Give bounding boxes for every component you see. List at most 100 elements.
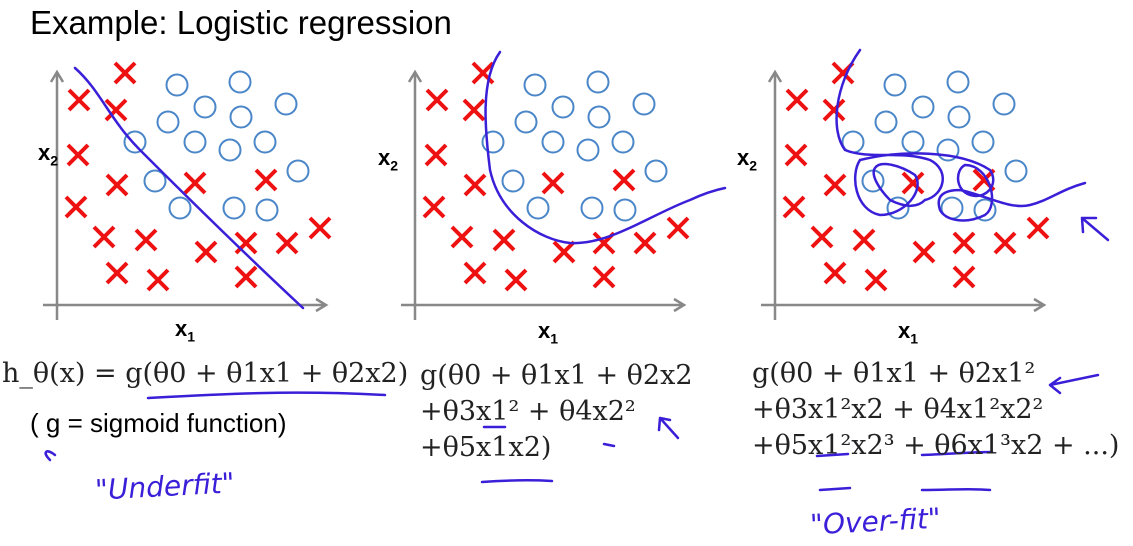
x-axis-arrow-icon [315, 297, 329, 313]
cross-point [952, 231, 976, 255]
circle-point [644, 159, 668, 183]
equation-line: +θ3x1² + θ4x2² [420, 396, 636, 427]
arrow-icon [657, 416, 680, 440]
circle-point [992, 92, 1016, 116]
circle-point [901, 130, 925, 154]
circle-point [613, 198, 637, 222]
cross-point [864, 268, 888, 292]
slide-title: Example: Logistic regression [30, 4, 452, 41]
cross-point [308, 216, 332, 240]
underline [815, 452, 850, 458]
cross-point [463, 173, 487, 197]
hypothesis-equation: h_θ(x) = g(θ0 + θ1x1 + θ2x2) [2, 358, 409, 389]
cross-point [541, 171, 565, 195]
equation-line: g(θ0 + θ1x1 + θ2x1² [752, 358, 1036, 389]
circle-point [611, 130, 635, 154]
cross-point [785, 88, 809, 112]
arrow-icon [1048, 373, 1100, 395]
arrow-icon [1080, 216, 1110, 242]
equation-line: g(θ0 + θ1x1 + θ2x2 [420, 360, 693, 391]
cross-point [92, 225, 116, 249]
cross-point [633, 231, 657, 255]
y-axis-label: x2 [38, 140, 59, 169]
circle-point [587, 105, 611, 129]
cross-point [104, 98, 128, 122]
circle-point [274, 92, 298, 116]
circle-point [580, 196, 604, 220]
cross-point [425, 88, 449, 112]
quadratic-decision-boundary [484, 50, 727, 245]
overfit-decision-boundary [835, 48, 1087, 222]
cross-point [146, 268, 170, 292]
sigmoid-note: ( g = sigmoid function) [30, 408, 287, 438]
cross-point [234, 265, 258, 289]
cross-point [852, 228, 876, 252]
underline [920, 450, 994, 457]
circle-point [883, 73, 907, 97]
circle-point [971, 130, 995, 154]
cross-point [450, 225, 474, 249]
cross-point [1026, 216, 1050, 240]
cross-point [234, 231, 258, 255]
x-axis-arrow-icon [1033, 297, 1047, 313]
equation-line: +θ5x1²x2³ + θ6x1³x2 + ...) [752, 430, 1120, 461]
x-axis-label: x1 [175, 316, 196, 345]
cross-point [901, 171, 925, 195]
circle-point [526, 196, 550, 220]
underline [818, 486, 852, 492]
circle-point [946, 70, 970, 94]
circle-point [501, 169, 525, 193]
circle-point [576, 138, 600, 162]
circle-point [229, 105, 253, 129]
circle-point [218, 138, 242, 162]
cross-point [134, 228, 158, 252]
y-axis-arrow-icon [767, 69, 783, 83]
cross-point [183, 171, 207, 195]
circle-point [168, 196, 192, 220]
y-axis-arrow-icon [49, 69, 65, 83]
circle-point [165, 73, 189, 97]
circle-point [551, 95, 575, 119]
underline [602, 442, 616, 448]
cross-point [254, 168, 278, 192]
y-axis-label: x2 [737, 145, 758, 174]
cross-point [912, 240, 936, 264]
equation-line: +θ5x1x2) [420, 432, 552, 463]
cross-point [592, 265, 616, 289]
cross-point [424, 143, 448, 167]
x-axis-label: x1 [898, 318, 919, 347]
cross-point [952, 265, 976, 289]
cross-point [504, 268, 528, 292]
circle-point [253, 130, 277, 154]
circle-point [947, 105, 971, 129]
cross-point [64, 195, 88, 219]
circle-point [886, 196, 910, 220]
circle-point [123, 130, 147, 154]
y-axis-arrow-icon [407, 69, 423, 83]
cross-point [822, 98, 846, 122]
cross-point [782, 195, 806, 219]
circle-point [286, 159, 310, 183]
cross-point [552, 240, 576, 264]
cross-point [113, 61, 137, 85]
underline [920, 487, 992, 492]
cross-point [105, 173, 129, 197]
quadratic-equation: g(θ0 + θ1x1 + θ2x2 +θ3x1² + θ4x2² +θ5x1x… [420, 358, 693, 466]
cross-point [810, 225, 834, 249]
circle-point [541, 130, 565, 154]
circle-point [143, 169, 167, 193]
overfit-annotation: "Over-fit" [809, 501, 942, 542]
cross-point [67, 88, 91, 112]
circle-point [514, 110, 538, 134]
cross-point [422, 195, 446, 219]
circle-point [523, 73, 547, 97]
cross-point [784, 143, 808, 167]
circle-point [586, 70, 610, 94]
cross-point [194, 240, 218, 264]
circle-point [874, 110, 898, 134]
circle-point [193, 95, 217, 119]
circle-point [222, 196, 246, 220]
circle-point [632, 92, 656, 116]
